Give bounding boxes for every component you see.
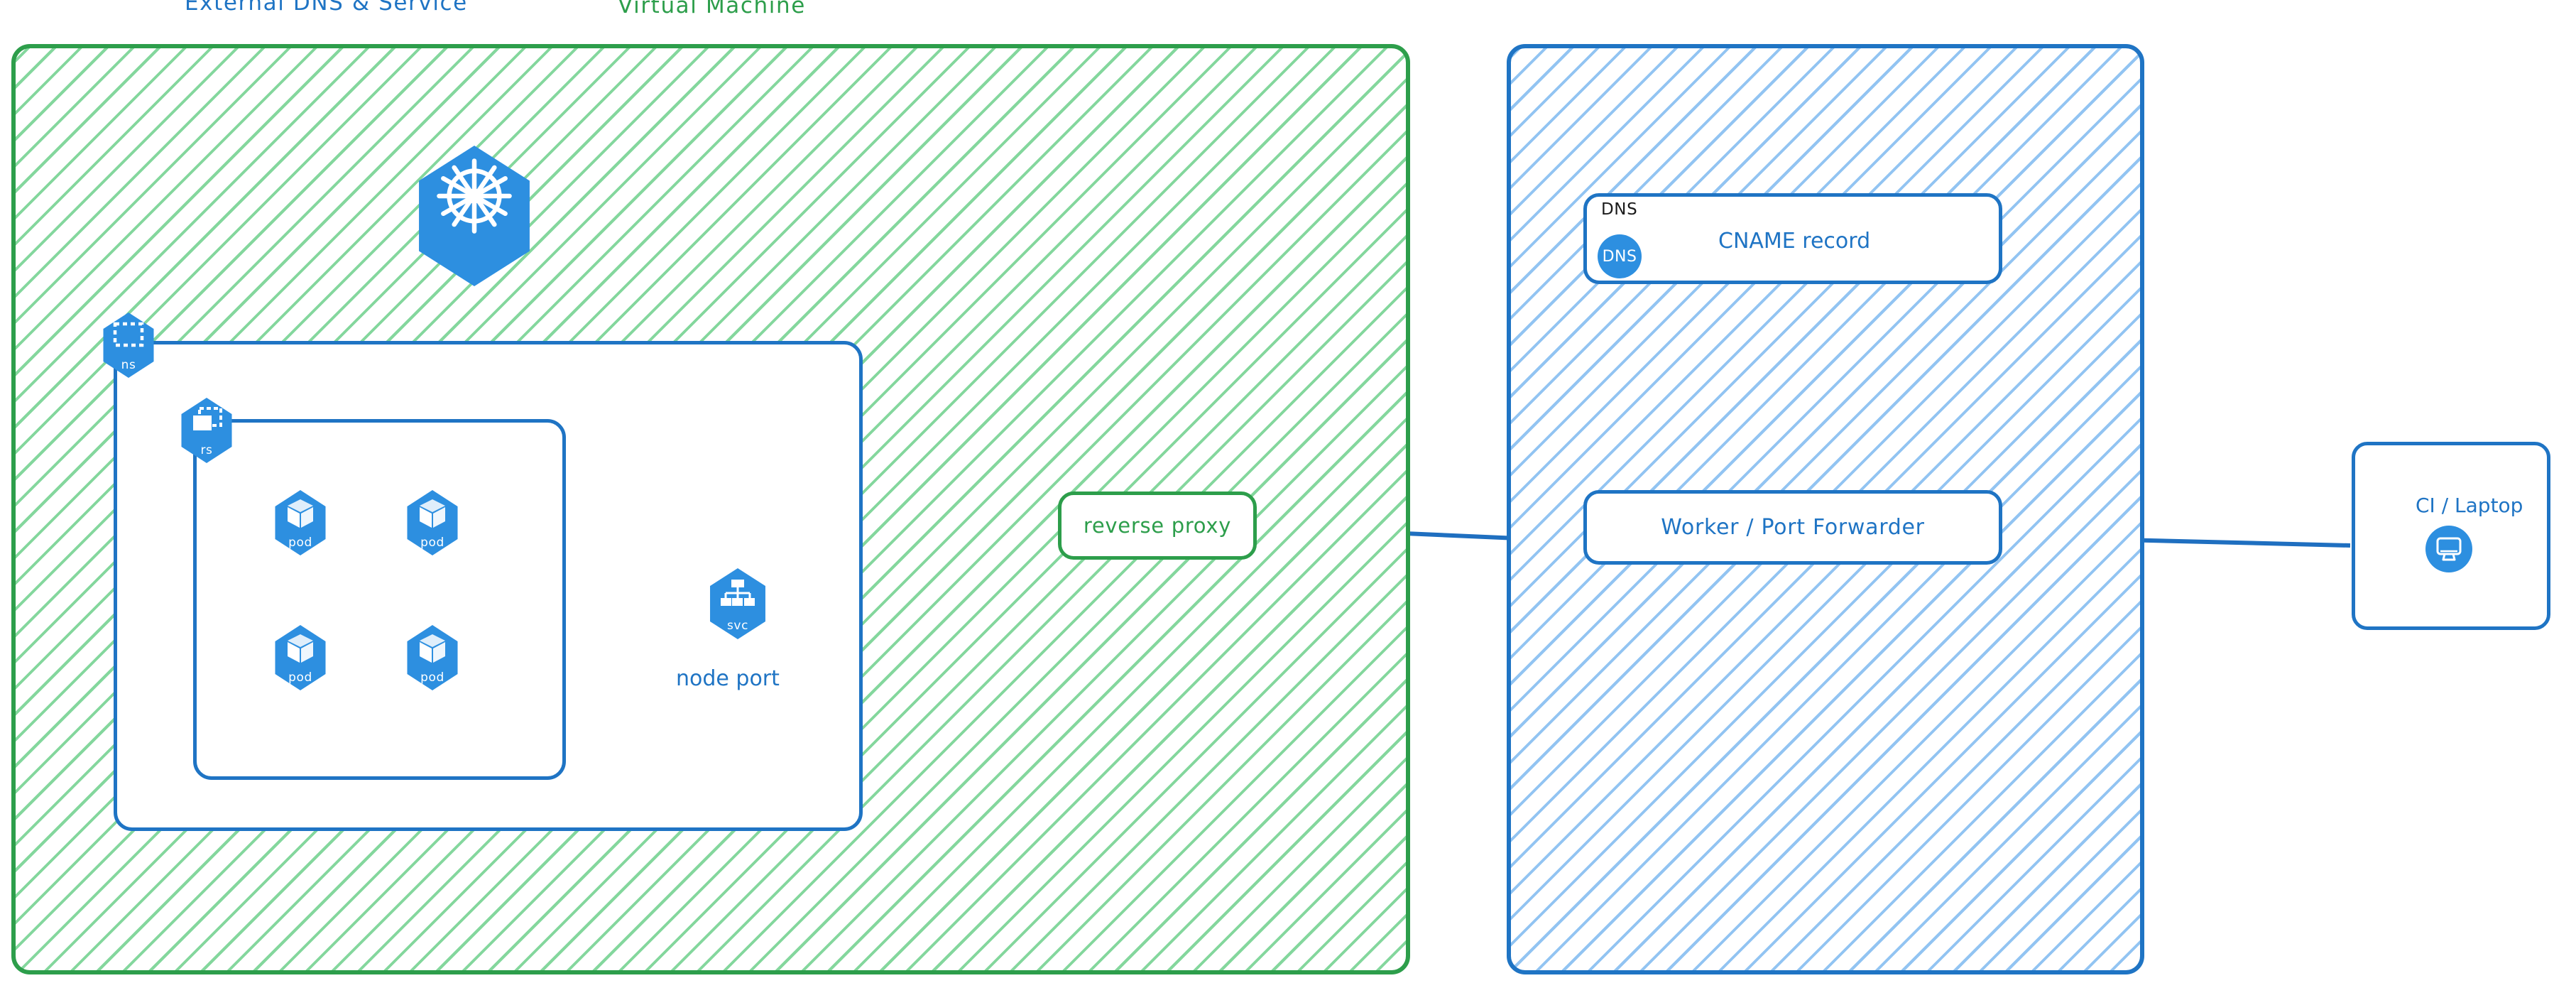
dns-record-card[interactable] bbox=[1583, 193, 2002, 284]
node-port-caption: node port bbox=[676, 666, 780, 691]
service-icon: svc bbox=[710, 568, 765, 639]
pod-badge-label: pod bbox=[288, 535, 312, 550]
namespace-badge-label: ns bbox=[121, 357, 136, 372]
worker-port-forwarder-label: Worker / Port Forwarder bbox=[1661, 515, 1925, 540]
replicaset-container bbox=[193, 419, 566, 780]
worker-port-forwarder-node[interactable]: Worker / Port Forwarder bbox=[1583, 490, 2002, 565]
replicaset-badge-label: rs bbox=[200, 442, 213, 457]
group-virtual-machine-title: Virtual Machine bbox=[618, 0, 806, 18]
dns-card-kicker: DNS bbox=[1601, 200, 1638, 219]
cname-record-label: CNAME record bbox=[1718, 229, 1871, 254]
service-badge-label: svc bbox=[726, 619, 749, 633]
reverse-proxy-label: reverse proxy bbox=[1083, 514, 1232, 538]
pod-badge-label: pod bbox=[420, 535, 444, 550]
ci-laptop-label: CI / Laptop bbox=[2416, 494, 2523, 517]
desktop-monitor-icon bbox=[2425, 526, 2472, 572]
pod-badge-label: pod bbox=[288, 670, 312, 685]
group-external-dns-service-title: External DNS & Service bbox=[185, 0, 468, 16]
reverse-proxy-node[interactable]: reverse proxy bbox=[1058, 492, 1257, 560]
pod-badge-label: pod bbox=[420, 670, 444, 685]
dns-circle-icon: DNS bbox=[1598, 234, 1642, 278]
